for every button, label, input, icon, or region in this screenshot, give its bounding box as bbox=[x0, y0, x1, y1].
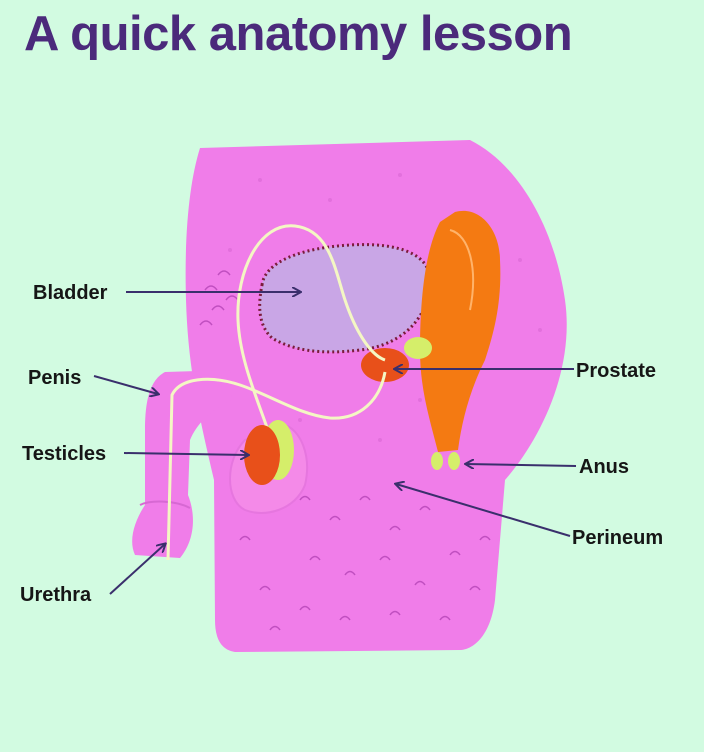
label-anus: Anus bbox=[579, 456, 629, 478]
pubic-hair bbox=[199, 270, 491, 631]
label-bladder: Bladder bbox=[33, 282, 108, 304]
seminal-vesicle bbox=[404, 337, 432, 359]
vas-deferens-line bbox=[236, 224, 386, 456]
page-title: A quick anatomy lesson bbox=[24, 7, 573, 61]
anus-pointer bbox=[466, 464, 577, 466]
penis-shape bbox=[132, 370, 232, 558]
urethra-line bbox=[166, 371, 387, 561]
label-perineum: Perineum bbox=[572, 527, 663, 549]
rectum-highlight bbox=[449, 229, 474, 311]
rectum bbox=[420, 210, 501, 452]
perineum-pointer bbox=[396, 484, 571, 537]
glans-outline bbox=[139, 500, 191, 509]
label-prostate: Prostate bbox=[576, 360, 656, 382]
label-urethra: Urethra bbox=[20, 584, 92, 606]
anus-gland-right bbox=[448, 452, 460, 470]
skin-texture bbox=[228, 173, 542, 442]
testicle-organ bbox=[244, 425, 280, 485]
label-testicles: Testicles bbox=[22, 443, 106, 465]
penis-pointer bbox=[93, 375, 158, 394]
urethra-pointer bbox=[109, 544, 165, 595]
testicles-pointer bbox=[123, 453, 248, 455]
label-penis: Penis bbox=[28, 367, 81, 389]
anus-gland-left bbox=[431, 452, 443, 470]
